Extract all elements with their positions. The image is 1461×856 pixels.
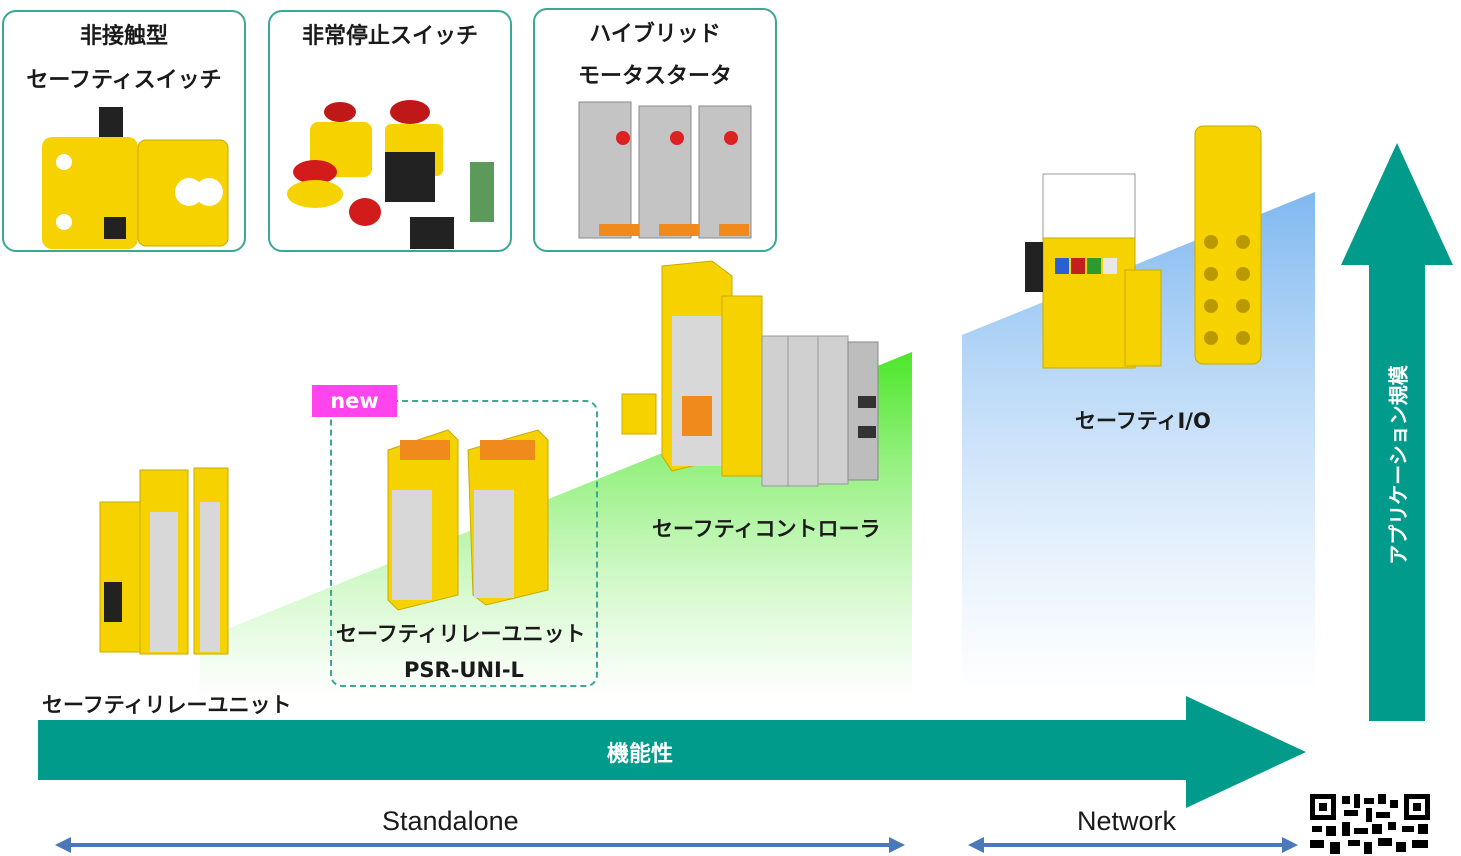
non-contact-switch-image bbox=[42, 107, 229, 249]
application-scale-label: アプリケーション規模 bbox=[1386, 365, 1411, 565]
card-title-line2: モータスタータ bbox=[577, 64, 732, 89]
card-emergency-stop: 非常停止スイッチ bbox=[268, 10, 512, 252]
card-title-line1: 非接触型 bbox=[79, 24, 168, 49]
safety-relay-unit-label: セーフティリレーユニット bbox=[42, 693, 292, 717]
psr-uni-l-image bbox=[387, 429, 549, 611]
card-title-line1: ハイブリッド bbox=[589, 22, 721, 47]
network-range-line bbox=[968, 837, 1298, 853]
card-non-contact-switch: 非接触型 セーフティスイッチ bbox=[2, 10, 246, 252]
network-label: Network bbox=[1077, 806, 1177, 836]
card-hybrid-motor-starter: ハイブリッド モータスタータ bbox=[533, 8, 777, 252]
safety-controller-label: セーフティコントローラ bbox=[652, 517, 881, 541]
motor-starter-image bbox=[578, 101, 752, 239]
safety-relay-unit-image bbox=[99, 467, 229, 655]
card-title-line1: 非常停止スイッチ bbox=[301, 24, 478, 49]
emergency-stop-image bbox=[287, 100, 494, 249]
qr-code-icon[interactable] bbox=[1308, 792, 1432, 856]
safety-io-image bbox=[1025, 125, 1262, 369]
new-badge: new bbox=[312, 385, 397, 417]
card-title-line2: セーフティスイッチ bbox=[26, 68, 222, 93]
standalone-range-line bbox=[55, 837, 905, 853]
application-scale-arrow bbox=[1341, 143, 1453, 721]
psr-uni-l-model: PSR-UNI-L bbox=[404, 658, 524, 682]
safety-io-label: セーフティI/O bbox=[1075, 409, 1211, 433]
psr-uni-l-label: セーフティリレーユニット bbox=[336, 622, 586, 646]
standalone-label: Standalone bbox=[382, 806, 519, 836]
new-product-dashed-box bbox=[330, 400, 598, 687]
functionality-label: 機能性 bbox=[606, 742, 673, 767]
functionality-arrow bbox=[38, 696, 1306, 808]
safety-controller-image bbox=[621, 260, 879, 487]
